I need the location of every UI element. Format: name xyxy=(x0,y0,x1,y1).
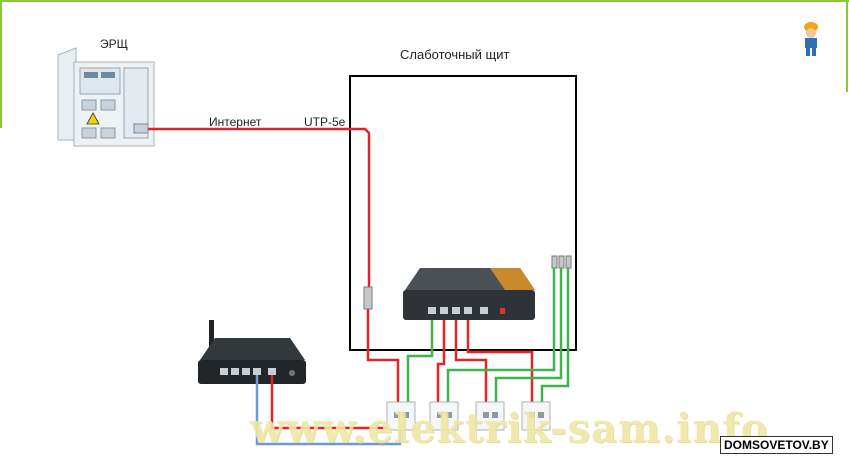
wall-socket-3 xyxy=(475,401,505,431)
wifi-router-icon xyxy=(198,320,306,384)
low-voltage-cabinet xyxy=(349,75,577,351)
frame-right-border xyxy=(846,0,848,92)
frame-top-border xyxy=(0,0,849,2)
internet-cable-drop xyxy=(366,309,400,420)
worker-icon xyxy=(804,22,818,56)
internet-cable xyxy=(148,127,371,288)
switch-red-cable-2 xyxy=(454,320,488,402)
cabinet-title: Слаботочный щит xyxy=(400,47,510,62)
brand-badge: DOMSOVETOV.BY xyxy=(720,436,833,454)
green-cable-2 xyxy=(494,268,563,402)
wall-socket-1 xyxy=(386,401,416,431)
router-red-cable xyxy=(270,375,396,430)
panel-label: ЭРЩ xyxy=(100,37,128,51)
cable-type-label: UTP-5e xyxy=(304,115,346,129)
switch-green-cable xyxy=(406,320,434,420)
wall-socket-4 xyxy=(521,401,551,431)
frame-left-border xyxy=(0,0,2,128)
internet-label: Интернет xyxy=(209,115,262,129)
green-cable-1 xyxy=(446,268,556,402)
watermark: www.elektrik-sam.info xyxy=(250,405,769,452)
switch-red-cable-1 xyxy=(436,320,446,420)
green-cable-3 xyxy=(540,268,570,402)
wall-socket-2 xyxy=(429,401,459,431)
electrical-panel xyxy=(57,47,155,147)
cable-connector xyxy=(363,286,373,310)
router-blue-cable xyxy=(255,375,402,446)
network-switch-icon xyxy=(403,268,535,320)
